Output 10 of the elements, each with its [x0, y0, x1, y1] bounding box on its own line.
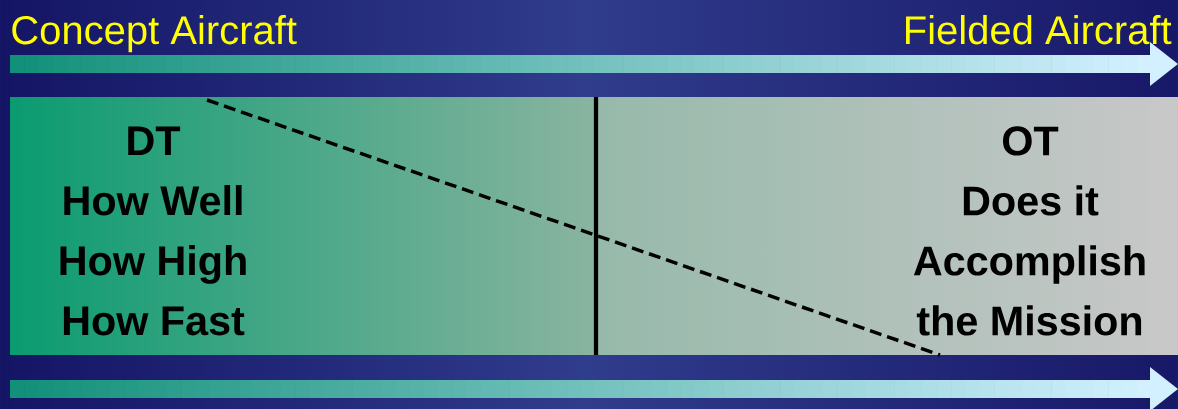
- panel-heading: DT: [128, 126, 181, 155]
- panel-text: the Mission: [916, 305, 1142, 336]
- panel-text: How Well: [64, 185, 242, 216]
- panel-text: Accomplish: [913, 245, 1145, 284]
- panel-text: How Fast: [63, 306, 245, 336]
- panel-text: How High: [60, 245, 246, 284]
- heading: Concept Aircraft: [12, 15, 297, 53]
- panel-text: Does it: [963, 185, 1099, 216]
- heading: Fielded Aircraft: [906, 15, 1172, 45]
- panel-heading: OT: [1003, 126, 1059, 156]
